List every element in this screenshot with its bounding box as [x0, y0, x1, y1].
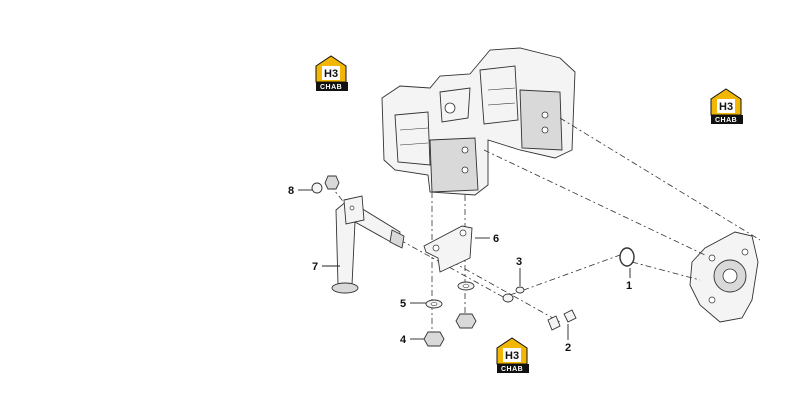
callouts: 1 2 3 4 5 6 7 8 [288, 185, 632, 354]
callout-1: 1 [626, 280, 632, 292]
callout-6: 6 [493, 233, 499, 245]
callout-4: 4 [400, 334, 407, 346]
svg-text:CHAB: CHAB [715, 117, 737, 124]
nut-4b [455, 313, 477, 329]
nut-4 [423, 331, 445, 347]
logo-top-right: H3 CHAB [710, 88, 743, 124]
nut-8 [324, 175, 340, 190]
svg-text:CHAB: CHAB [320, 84, 342, 91]
washer-3 [502, 293, 514, 303]
callout-leaders [298, 189, 631, 340]
svg-text:H3: H3 [719, 101, 733, 113]
logo-top-left: H3 CHAB [315, 55, 348, 91]
callout-7: 7 [312, 261, 318, 273]
callout-5: 5 [400, 298, 406, 310]
hardware [311, 175, 577, 347]
bolt-2 [547, 315, 561, 331]
svg-text:H3: H3 [324, 68, 338, 80]
logo-bottom: H3 CHAB [496, 337, 529, 373]
washer-3b [515, 286, 525, 294]
suction-pipe [331, 195, 405, 294]
o-ring [619, 247, 635, 267]
bolt-2b [563, 309, 577, 323]
callout-8: 8 [288, 185, 294, 197]
svg-text:H3: H3 [505, 350, 519, 362]
callout-2: 2 [565, 342, 571, 354]
bracket [423, 225, 473, 273]
oil-pump [689, 231, 759, 323]
washer-8 [311, 182, 323, 194]
engine-block [381, 47, 576, 196]
svg-text:CHAB: CHAB [501, 366, 523, 373]
callout-3: 3 [516, 256, 522, 268]
